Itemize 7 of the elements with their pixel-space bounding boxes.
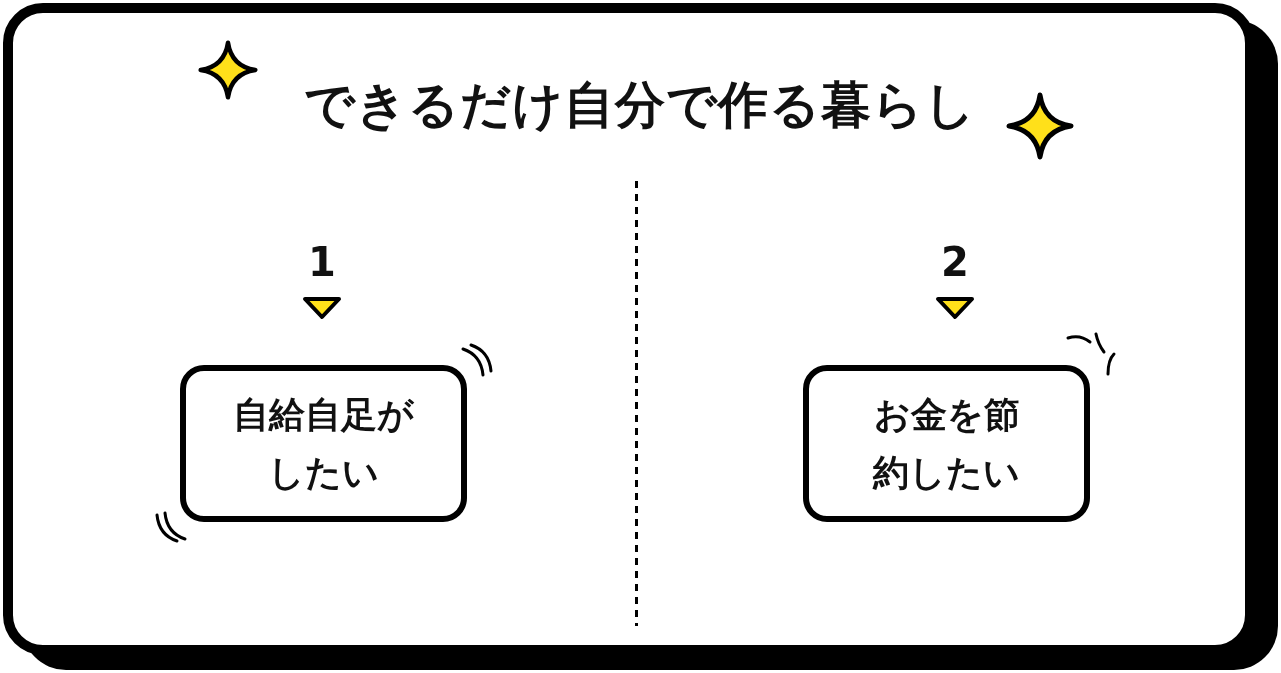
step-number: 2	[940, 242, 970, 282]
title: できるだけ自分で作る暮らし	[303, 75, 977, 136]
box-text: 自給自足がしたい	[232, 392, 415, 495]
step-number: 1	[307, 242, 337, 282]
rounded-box	[180, 365, 467, 522]
box-text: お金を節約したい	[871, 392, 1021, 495]
rounded-box	[803, 365, 1090, 522]
